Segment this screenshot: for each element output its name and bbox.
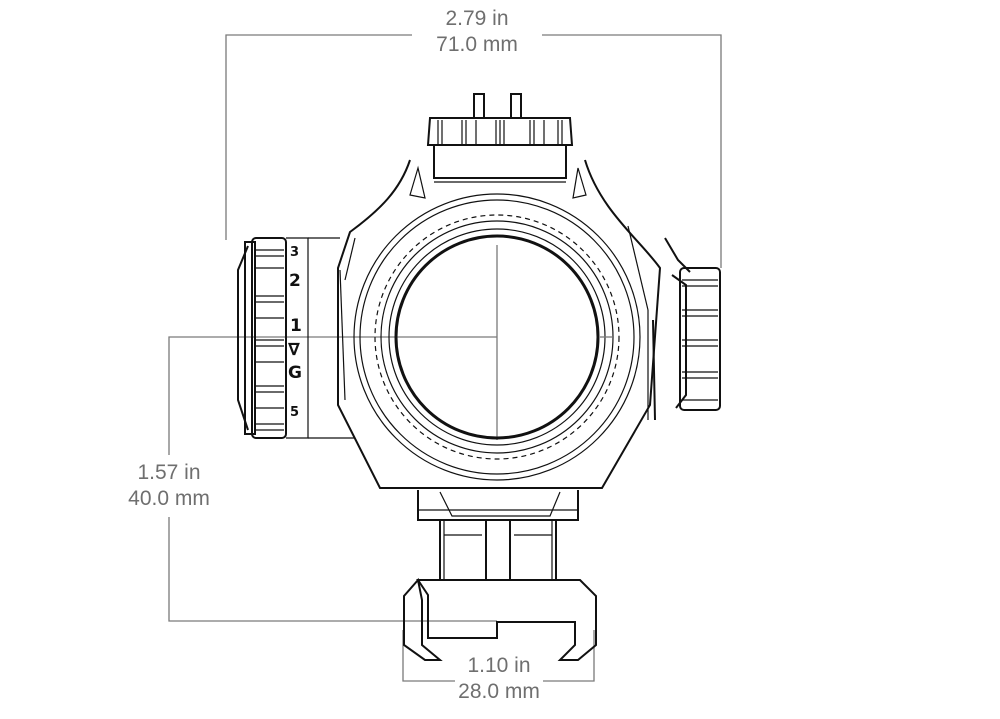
width-metric: 71.0 mm xyxy=(436,33,518,56)
dial-mark-g: G xyxy=(288,363,302,383)
dial-mark-5: 5 xyxy=(290,405,300,420)
main-housing xyxy=(337,159,662,489)
picatinny-mount xyxy=(403,490,597,661)
height-imperial: 1.57 in xyxy=(137,461,201,484)
windage-turret xyxy=(664,237,721,411)
mount-dimension-label: 1.10 in 28.0 mm xyxy=(445,653,553,705)
width-imperial: 2.79 in xyxy=(445,7,509,30)
dial-mark-1: 1 xyxy=(290,316,302,336)
dial-mark-off-triangle: ∇ xyxy=(288,340,300,360)
top-turret xyxy=(426,93,574,183)
dial-mark-2: 2 xyxy=(289,271,301,291)
mount-metric: 28.0 mm xyxy=(458,680,540,703)
mount-imperial: 1.10 in xyxy=(467,654,531,677)
width-dimension-lines xyxy=(225,34,722,268)
height-dimension-label: 1.57 in 40.0 mm xyxy=(112,460,226,512)
width-dimension-label: 2.79 in 71.0 mm xyxy=(412,6,542,58)
objective-lens xyxy=(353,193,641,481)
dial-mark-3: 3 xyxy=(290,245,300,260)
brightness-dial xyxy=(237,237,355,439)
height-dimension-lines xyxy=(168,245,498,622)
height-metric: 40.0 mm xyxy=(128,487,210,510)
